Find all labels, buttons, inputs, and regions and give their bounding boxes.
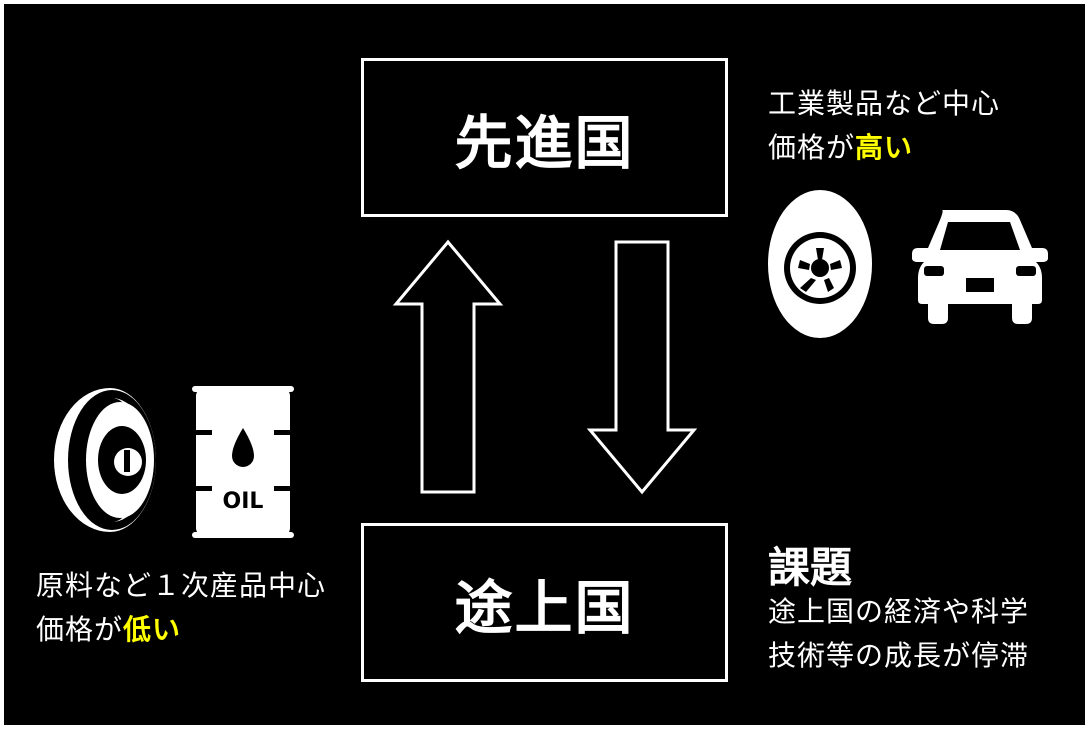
- industrial-products-caption: 工業製品など中心 価格が高い: [768, 82, 1000, 170]
- price-low-highlight: 低い: [123, 613, 182, 646]
- car-icon: [912, 210, 1048, 324]
- price-high-prefix: 価格が: [768, 131, 856, 164]
- developed-countries-label: 先進国: [454, 108, 635, 177]
- developed-countries-box: 先進国: [361, 58, 728, 217]
- price-high-line: 価格が高い: [768, 126, 1000, 170]
- up-arrow-icon: [392, 239, 504, 494]
- issue-title: 課題: [768, 543, 853, 592]
- issue-line-2: 技術等の成長が停滞: [768, 639, 1030, 672]
- down-arrow-icon: [586, 240, 698, 495]
- ore-icon: [54, 388, 156, 532]
- raw-materials-line: 原料など１次産品中心: [36, 569, 327, 602]
- oil-barrel-label: OIL: [223, 489, 264, 514]
- issue-description: 途上国の経済や科学 技術等の成長が停滞: [768, 590, 1029, 678]
- issue-line-1: 途上国の経済や科学: [768, 595, 1030, 628]
- raw-materials-caption: 原料など１次産品中心 価格が低い: [36, 564, 326, 652]
- price-low-prefix: 価格が: [36, 613, 124, 646]
- developing-countries-box: 途上国: [361, 523, 728, 682]
- industrial-products-line: 工業製品など中心: [768, 87, 1001, 120]
- developing-countries-label: 途上国: [454, 573, 635, 642]
- price-low-line: 価格が低い: [36, 608, 326, 652]
- tire-icon: [768, 190, 872, 338]
- price-high-highlight: 高い: [855, 131, 914, 164]
- slide: 先進国 途上国 工業製品など中心 価格が高い: [4, 4, 1085, 725]
- oil-barrel-icon: OIL: [192, 386, 294, 538]
